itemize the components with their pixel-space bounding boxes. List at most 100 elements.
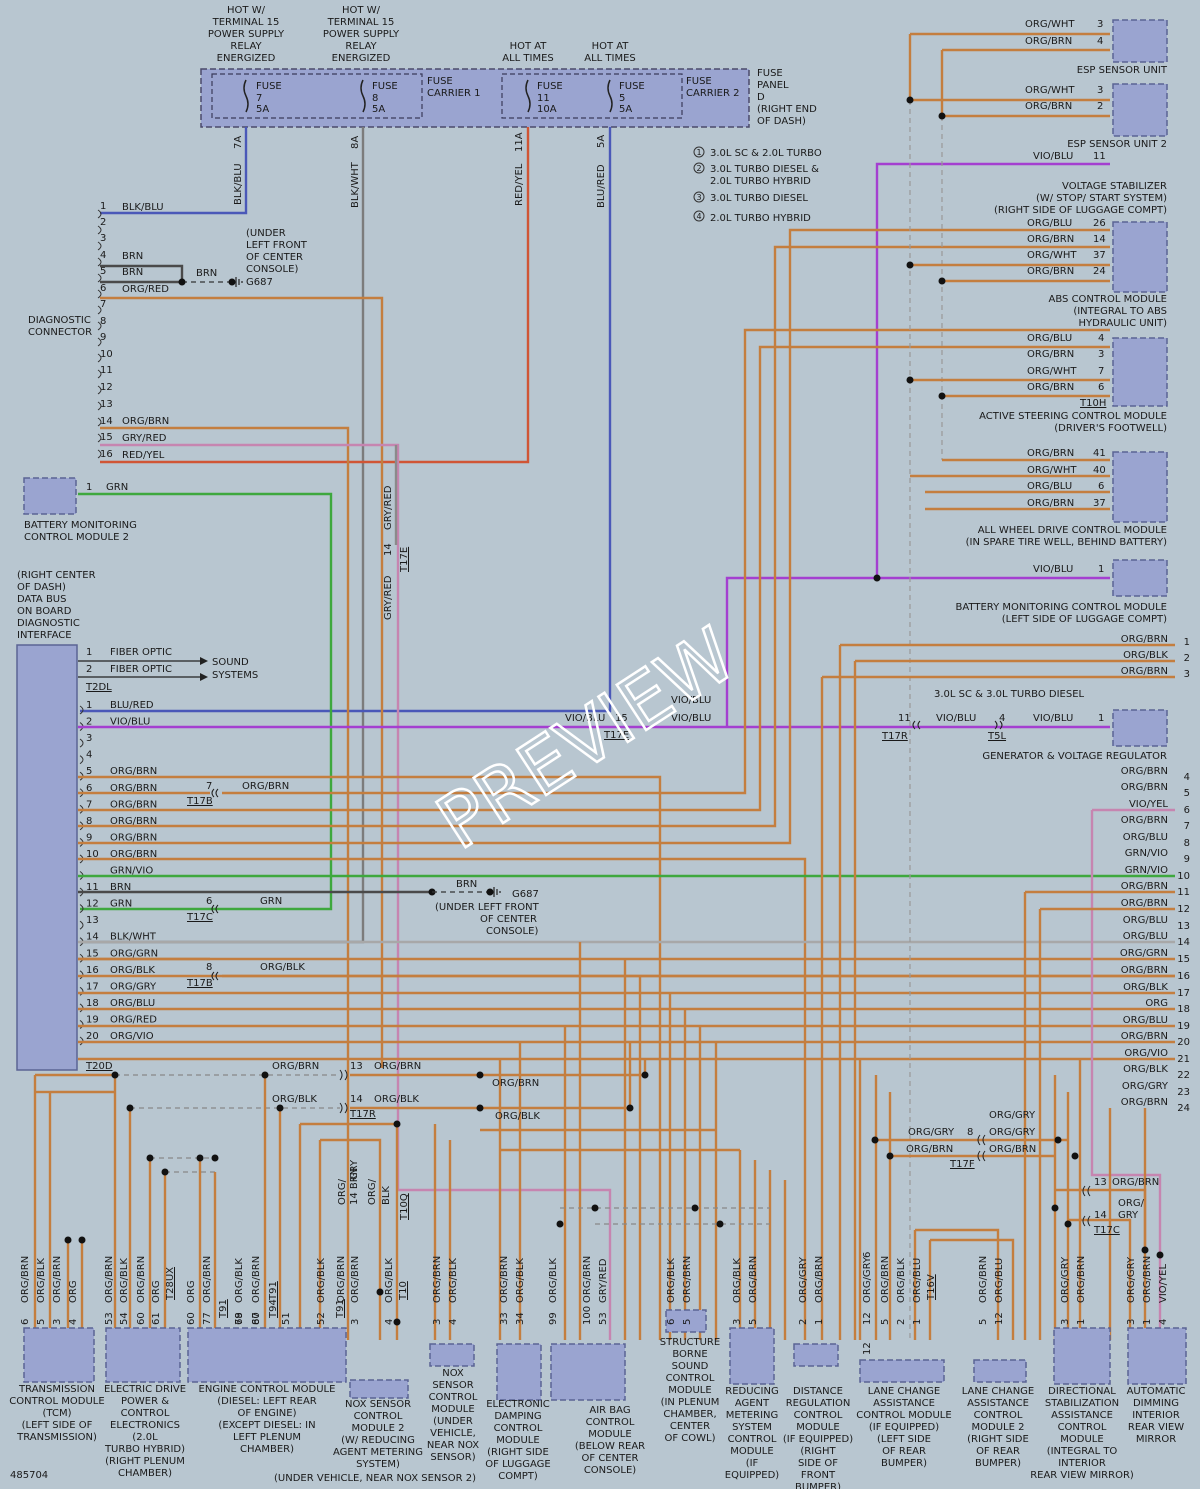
bm-0-wire-1: ORG/BLK: [36, 1258, 47, 1303]
bus-org-gry-a: ORG/: [1118, 1198, 1145, 1209]
lca-n12: 12: [862, 1342, 873, 1355]
fuse-7-name: FUSE: [256, 81, 282, 92]
gateway-module: (RIGHT CENTER OF DASH) DATA BUS ON BOARD…: [16, 570, 258, 1072]
bm-wire: VIO/BLU: [1033, 564, 1073, 575]
fuse1-header-4: ENERGIZED: [217, 53, 276, 64]
bm-3-label-1: CONTROL: [354, 1411, 403, 1422]
bm-10-pin-3: 1: [912, 1319, 923, 1325]
gw-pin-mark-12: [79, 904, 84, 914]
gw-pin-num-3: 4: [86, 750, 92, 761]
fuse-7-amp: 5A: [256, 104, 269, 115]
fuse2-header-3: RELAY: [345, 41, 377, 52]
bm-11-label-2: CONTROL: [974, 1410, 1023, 1421]
bm-9-label-6: SIDE OF: [798, 1458, 838, 1469]
bm-1-pin-2: 60: [136, 1312, 147, 1325]
gw-pin-wire-19: ORG/RED: [110, 1014, 157, 1025]
bus-orggry-c: ORG/GRY: [989, 1127, 1036, 1138]
diag-ground-wire: BRN: [196, 268, 217, 279]
gw-pin-mark-2: [79, 738, 84, 748]
vs-label-0: VOLTAGE STABILIZER: [1062, 181, 1167, 192]
t17e-wire-lower: GRY/RED: [383, 575, 394, 620]
bm-8-label-3: SYSTEM: [732, 1422, 772, 1433]
cont-wire-10: GRN/VIO: [1125, 865, 1168, 876]
diag-pin-6: 6: [100, 283, 106, 294]
t17r-11-wire: VIO/BLU: [936, 713, 976, 724]
legend-1-num: 1: [696, 148, 701, 157]
mirror-box: [1127, 1327, 1187, 1385]
diag-pin-5: 5: [100, 266, 106, 277]
bm-2-pin-6: 51: [281, 1312, 292, 1325]
gw-pin-wire-14: BLK/WHT: [110, 932, 157, 943]
bm-4-wire-1: ORG/BLK: [448, 1258, 459, 1303]
as-pin-3: 7: [1098, 366, 1104, 377]
vio-inline-num: 15: [615, 713, 628, 724]
bm-6-wire-1: ORG/BRN: [582, 1256, 593, 1303]
bus-orgblk-c: ORG/BLK: [495, 1111, 540, 1122]
diagnostic-pins: [97, 209, 102, 459]
awd-pin-1: 41: [1093, 448, 1106, 459]
legend-2-text-b: 2.0L TURBO HYBRID: [710, 176, 811, 187]
tcm-box: [23, 1327, 95, 1383]
fuse-panel-label-4: OF DASH): [757, 116, 806, 127]
cont-wire-18: ORG: [1145, 998, 1168, 1009]
bus-t17f-8: 8: [967, 1127, 973, 1138]
bm-4-label-5: VEHICLE,: [430, 1428, 476, 1439]
gw-pin-wire-15: ORG/GRN: [110, 948, 158, 959]
gw-pin-num-15: 15: [86, 948, 99, 959]
bm-13-wire-0: ORG/GRY: [1126, 1256, 1137, 1303]
bm-11-wire-1: ORG/BLU: [994, 1258, 1005, 1303]
lca2-box: [973, 1359, 1027, 1383]
fuse2-header-2: POWER SUPPLY: [323, 29, 400, 40]
bm-label-0: BATTERY MONITORING CONTROL MODULE: [955, 602, 1167, 613]
bm-2-pin-0: 60: [186, 1312, 197, 1325]
legend-2-text-a: 3.0L TURBO DIESEL &: [710, 164, 819, 175]
bm-9-label-1: REGULATION: [786, 1398, 851, 1409]
gw-pin-num-1: 2: [86, 717, 92, 728]
fuse-carrier-1-label-b: CARRIER 1: [427, 88, 480, 99]
bm-4-label-7: SENSOR): [430, 1452, 475, 1463]
fuse-panel-label-1: PANEL: [757, 80, 789, 91]
vs-pin: 11: [1093, 151, 1106, 162]
gw-pin-wire-7: ORG/BRN: [110, 816, 157, 827]
esp2-label: ESP SENSOR UNIT 2: [1067, 139, 1167, 150]
gw-pin-num-5: 6: [86, 783, 92, 794]
gw-pin-num-13: 13: [86, 915, 99, 926]
bm-0-pin-3: 4: [68, 1319, 79, 1325]
cont-num-21: 21: [1177, 1054, 1190, 1065]
legend-4-icon: [693, 210, 705, 222]
bm-2-label-3: (EXCEPT DIESEL: IN: [218, 1420, 315, 1431]
diag-pin-4: 4: [100, 250, 106, 261]
cont-wire-22: ORG/BLK: [1123, 1064, 1168, 1075]
bm-5-wire-1: ORG/BLK: [515, 1258, 526, 1303]
bm-3-wire-1: ORG/BLK: [384, 1258, 395, 1303]
gw-pin-num-2: 3: [86, 733, 92, 744]
bm-12-label-6: INTERIOR: [1058, 1458, 1106, 1469]
bm-5-label-4: (RIGHT SIDE: [487, 1447, 549, 1458]
gw-pin-num-4: 5: [86, 766, 92, 777]
bm-4-label-1: SENSOR: [432, 1380, 473, 1391]
legend-3-text: 3.0L TURBO DIESEL: [710, 193, 808, 204]
gw-top-pin-1: 1: [86, 647, 92, 658]
cont-wire-13: ORG/BLU: [1123, 915, 1168, 926]
cont-num-18: 18: [1177, 1004, 1190, 1015]
cont-wire-5: ORG/BRN: [1121, 782, 1168, 793]
bus-t17r-14: 14: [350, 1094, 363, 1105]
bm-6-pin-1: 100: [582, 1306, 593, 1325]
diag-ground-note-0: (UNDER: [246, 228, 286, 239]
abs-label-1: (INTEGRAL TO ABS: [1073, 306, 1167, 317]
bm-13-label-1: DIMMING: [1133, 1398, 1179, 1409]
lca-n6: 6: [862, 1252, 873, 1258]
abs-pin-4: 24: [1093, 266, 1106, 277]
fuse-11-name: FUSE: [537, 81, 563, 92]
vs-wire: VIO/BLU: [1033, 151, 1073, 162]
bm-6-label-5: CONSOLE): [584, 1465, 636, 1476]
t17c-6-conn: T17C: [186, 912, 213, 923]
bm-11-pin-0: 5: [978, 1319, 989, 1325]
legend-4-text: 2.0L TURBO HYBRID: [710, 213, 811, 224]
gateway-wires: [78, 162, 1175, 1340]
fuse-carrier-1: [211, 73, 423, 119]
bus-orgbrn-d: ORG/BRN: [906, 1144, 953, 1155]
gw-pin-mark-19: [79, 1020, 84, 1029]
gateway-label-5: INTERFACE: [17, 630, 72, 641]
